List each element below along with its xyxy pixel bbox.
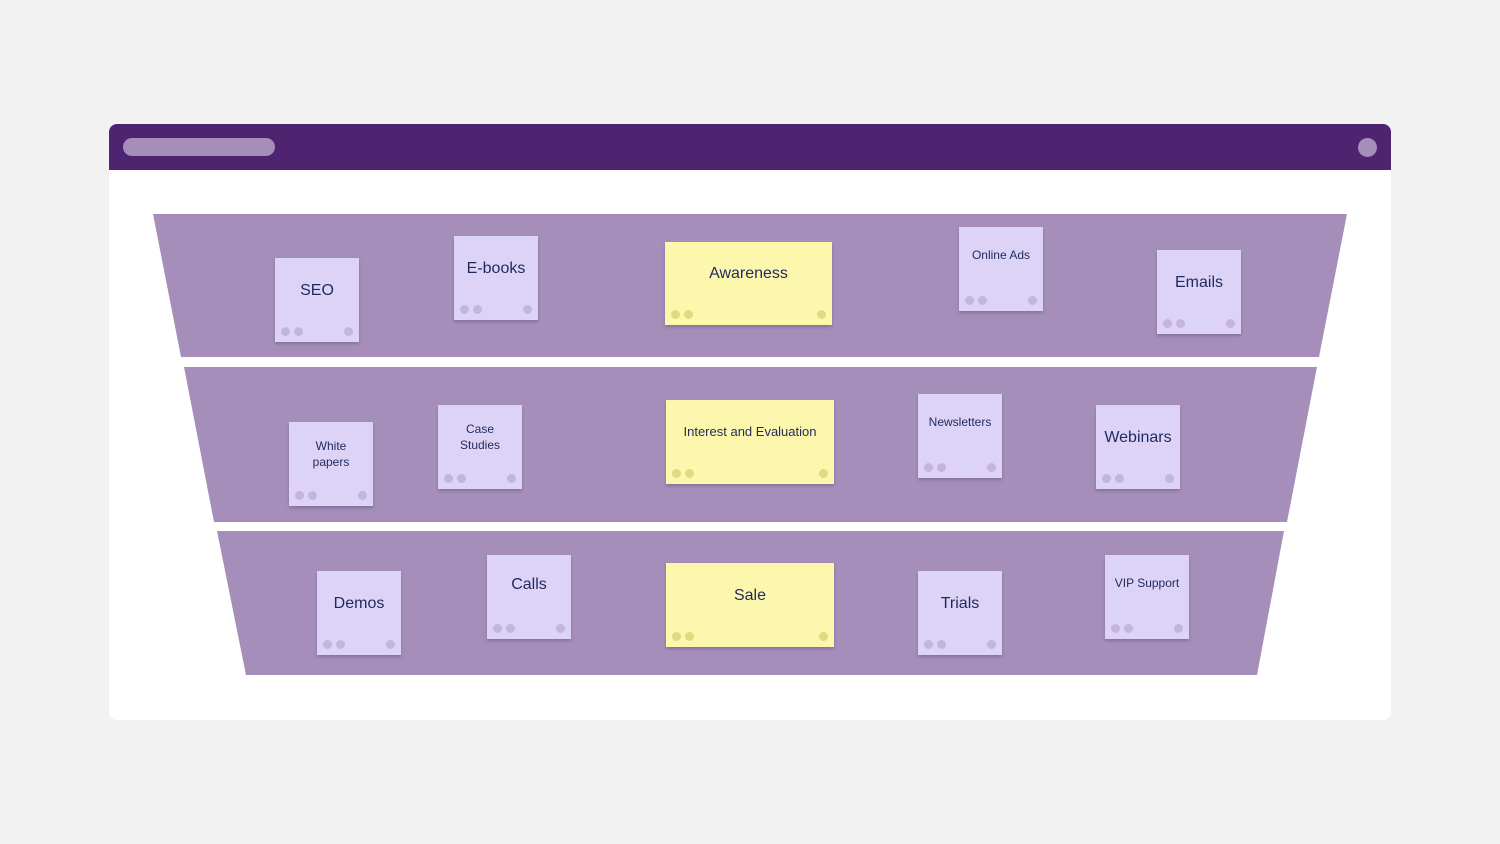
sticky-note-webinars[interactable]: Webinars [1096,405,1180,489]
note-label: Webinars [1104,428,1172,446]
stage-note-sale[interactable]: Sale [666,563,834,647]
sticky-note-white-papers[interactable]: White papers [289,422,373,506]
note-label: SEO [300,281,334,299]
sticky-note-calls[interactable]: Calls [487,555,571,639]
note-dot [308,491,317,500]
note-dot [671,310,680,319]
note-dot [556,624,565,633]
note-label: Newsletters [928,415,992,430]
note-label: Case Studies [459,422,501,452]
note-dot [523,305,532,314]
stage-label: Sale [733,586,767,604]
note-label: Online Ads [971,248,1031,263]
note-dot [281,327,290,336]
window-titlebar [109,124,1391,170]
note-dot [1124,624,1133,633]
sticky-note-newsletters[interactable]: Newsletters [918,394,1002,478]
note-dot [819,632,828,641]
note-dot [457,474,466,483]
sticky-note-seo[interactable]: SEO [275,258,359,342]
note-dot [819,469,828,478]
note-dot [672,469,681,478]
sticky-note-trials[interactable]: Trials [918,571,1002,655]
stage-note-interest-and-evaluation[interactable]: Interest and Evaluation [666,400,834,484]
note-label: E-books [466,259,526,277]
note-dot [506,624,515,633]
note-dot [685,632,694,641]
note-label: Calls [511,575,547,593]
note-label: VIP Support [1114,576,1180,591]
note-dot [444,474,453,483]
sticky-note-case-studies[interactable]: Case Studies [438,405,522,489]
note-dot [672,632,681,641]
note-dot [1165,474,1174,483]
sticky-note-online-ads[interactable]: Online Ads [959,227,1043,311]
note-dot [1174,624,1183,633]
note-label: Trials [940,594,980,612]
note-dot [358,491,367,500]
window-control-dot[interactable] [1358,138,1377,157]
note-dot [937,640,946,649]
stage-note-awareness[interactable]: Awareness [665,242,832,325]
note-label: White papers [312,439,350,469]
note-dot [987,640,996,649]
note-dot [817,310,826,319]
sticky-note-emails[interactable]: Emails [1157,250,1241,334]
note-label: Emails [1174,273,1223,291]
note-dot [1226,319,1235,328]
note-dot [1163,319,1172,328]
note-dot [965,296,974,305]
stage-label: Interest and Evaluation [683,423,817,439]
note-dot [937,463,946,472]
note-dot [684,310,693,319]
note-label: Demos [333,594,385,612]
sticky-note-vip-support[interactable]: VIP Support [1105,555,1189,639]
note-dot [1102,474,1111,483]
note-dot [685,469,694,478]
sticky-note-demos[interactable]: Demos [317,571,401,655]
note-dot [473,305,482,314]
note-dot [295,491,304,500]
note-dot [386,640,395,649]
stage-label: Awareness [709,265,788,283]
note-dot [460,305,469,314]
note-dot [323,640,332,649]
note-dot [1115,474,1124,483]
note-dot [1111,624,1120,633]
note-dot [507,474,516,483]
sticky-note-e-books[interactable]: E-books [454,236,538,320]
note-dot [987,463,996,472]
note-dot [978,296,987,305]
title-placeholder-bar [123,138,275,156]
note-dot [1028,296,1037,305]
note-dot [924,463,933,472]
note-dot [924,640,933,649]
note-dot [344,327,353,336]
note-dot [1176,319,1185,328]
note-dot [493,624,502,633]
note-dot [294,327,303,336]
note-dot [336,640,345,649]
